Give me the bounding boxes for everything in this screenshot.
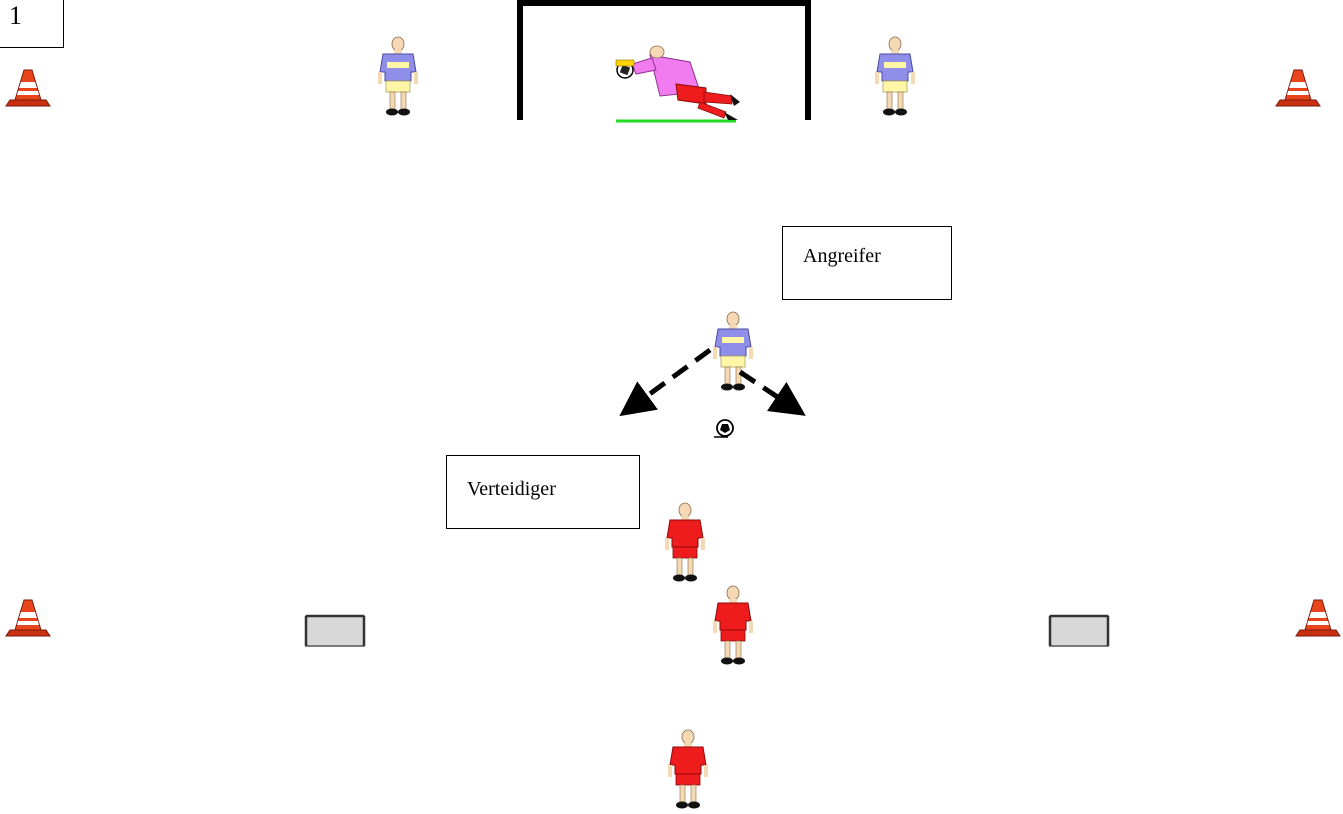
cone-icon [1275,69,1321,107]
player-icon [874,36,916,116]
player-icon [712,585,754,665]
ball-icon [714,419,734,438]
attacker-label: Angreifer [803,245,881,267]
cone-icon [5,599,51,637]
mini-goal-icon [304,614,366,648]
player-icon [377,36,419,116]
goalkeeper-icon [615,45,740,120]
player-icon [667,729,709,809]
arrow-icon [619,347,712,417]
player-icon [664,502,706,582]
arrow-icon [738,369,806,416]
cone-icon [1295,599,1341,637]
figure-number-box: 1 [0,0,64,48]
defender-label-box: Verteidiger [446,455,640,529]
mini-goal-icon [1048,614,1110,648]
defender-label: Verteidiger [467,478,556,500]
goal-icon [517,0,811,123]
cone-icon [5,69,51,107]
attacker-label-box: Angreifer [782,226,952,300]
figure-number: 1 [9,1,22,30]
